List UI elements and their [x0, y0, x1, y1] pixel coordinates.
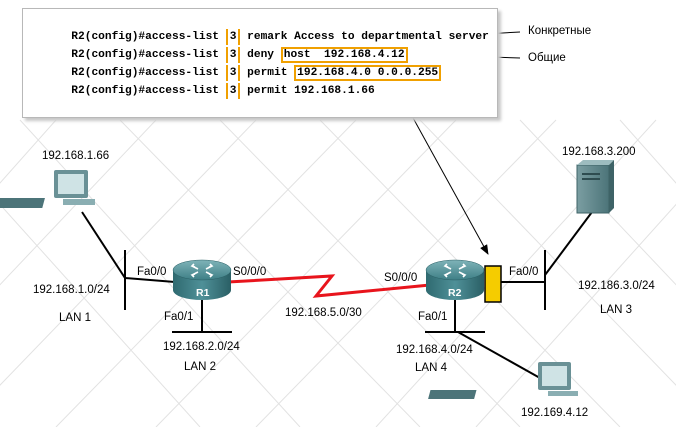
server-link [544, 211, 593, 276]
specific-highlight: host 192.168.4.12 [280, 47, 408, 63]
lan2-name: LAN 2 [184, 361, 216, 373]
r2-fa01-label: Fa0/1 [418, 311, 448, 323]
cli-prompt: R2(config)#access-list [71, 49, 219, 61]
cli-prompt: R2(config)#access-list [71, 85, 219, 97]
cli-command: remark Access to departmental server [247, 31, 489, 43]
r2-s000-label: S0/0/0 [384, 272, 418, 284]
lan4-name: LAN 4 [415, 362, 447, 374]
general-label: Общие [528, 52, 566, 64]
lan2-network: 192.168.2.0/24 [163, 341, 240, 353]
cli-line-1: R2(config)#access-list 3 remark Access t… [31, 13, 489, 45]
lan1-name: LAN 1 [59, 312, 91, 324]
r1-s000-label: S0/0/0 [233, 266, 267, 278]
lan3-network: 192.186.3.0/24 [578, 280, 655, 292]
cli-line-2: R2(config)#access-list 3 deny host 192.1… [31, 31, 408, 63]
r1-fa00-label: Fa0/0 [137, 266, 167, 278]
r1-fa01-label: Fa0/1 [164, 311, 194, 323]
server-icon[interactable] [576, 160, 614, 214]
cli-command: permit 192.168.1.66 [247, 85, 375, 97]
background-grid [0, 119, 676, 427]
r2-name: R2 [448, 287, 462, 299]
acl-interface-marker[interactable] [484, 265, 502, 303]
lan4-network: 192.168.4.0/24 [396, 344, 473, 356]
lan3-name: LAN 3 [600, 304, 632, 316]
pc-bottom-ip: 192.169.4.12 [521, 407, 589, 419]
acl-number: 3 [225, 83, 241, 99]
r1-name: R1 [196, 287, 210, 299]
arrow-to-interface [411, 115, 489, 255]
cli-command: deny [247, 49, 281, 61]
r2-fa00-label: Fa0/0 [509, 266, 539, 278]
pc-left-link [81, 211, 126, 279]
pc-bottom-icon[interactable] [428, 362, 578, 399]
cli-line-4: R2(config)#access-list 3 permit 192.168.… [31, 67, 375, 99]
acl-config-window: R2(config)#access-list 3 remark Access t… [22, 8, 498, 118]
cli-command: permit [247, 67, 295, 79]
pc-left-ip: 192.168.1.66 [42, 150, 110, 162]
lan1-network: 192.168.1.0/24 [33, 284, 110, 296]
server-ip: 192.168.3.200 [562, 146, 636, 158]
router-r1-icon[interactable] [172, 259, 232, 300]
wan-serial-link [227, 274, 431, 298]
acl-number: 3 [225, 29, 241, 45]
wan-network: 192.168.5.0/30 [285, 307, 362, 319]
cli-prompt: R2(config)#access-list [71, 67, 219, 79]
pc-left-icon[interactable] [0, 170, 95, 208]
cli-line-3: R2(config)#access-list 3 permit 192.168.… [31, 49, 442, 81]
pc-bottom-link [457, 331, 541, 379]
r1-fa00-link [124, 277, 176, 283]
general-highlight: 192.168.4.0 0.0.0.255 [294, 65, 442, 81]
acl-number: 3 [225, 47, 241, 63]
acl-number: 3 [225, 65, 241, 81]
router-r2-icon[interactable] [425, 259, 485, 300]
cli-prompt: R2(config)#access-list [71, 31, 219, 43]
specific-label: Конкретные [528, 25, 592, 37]
